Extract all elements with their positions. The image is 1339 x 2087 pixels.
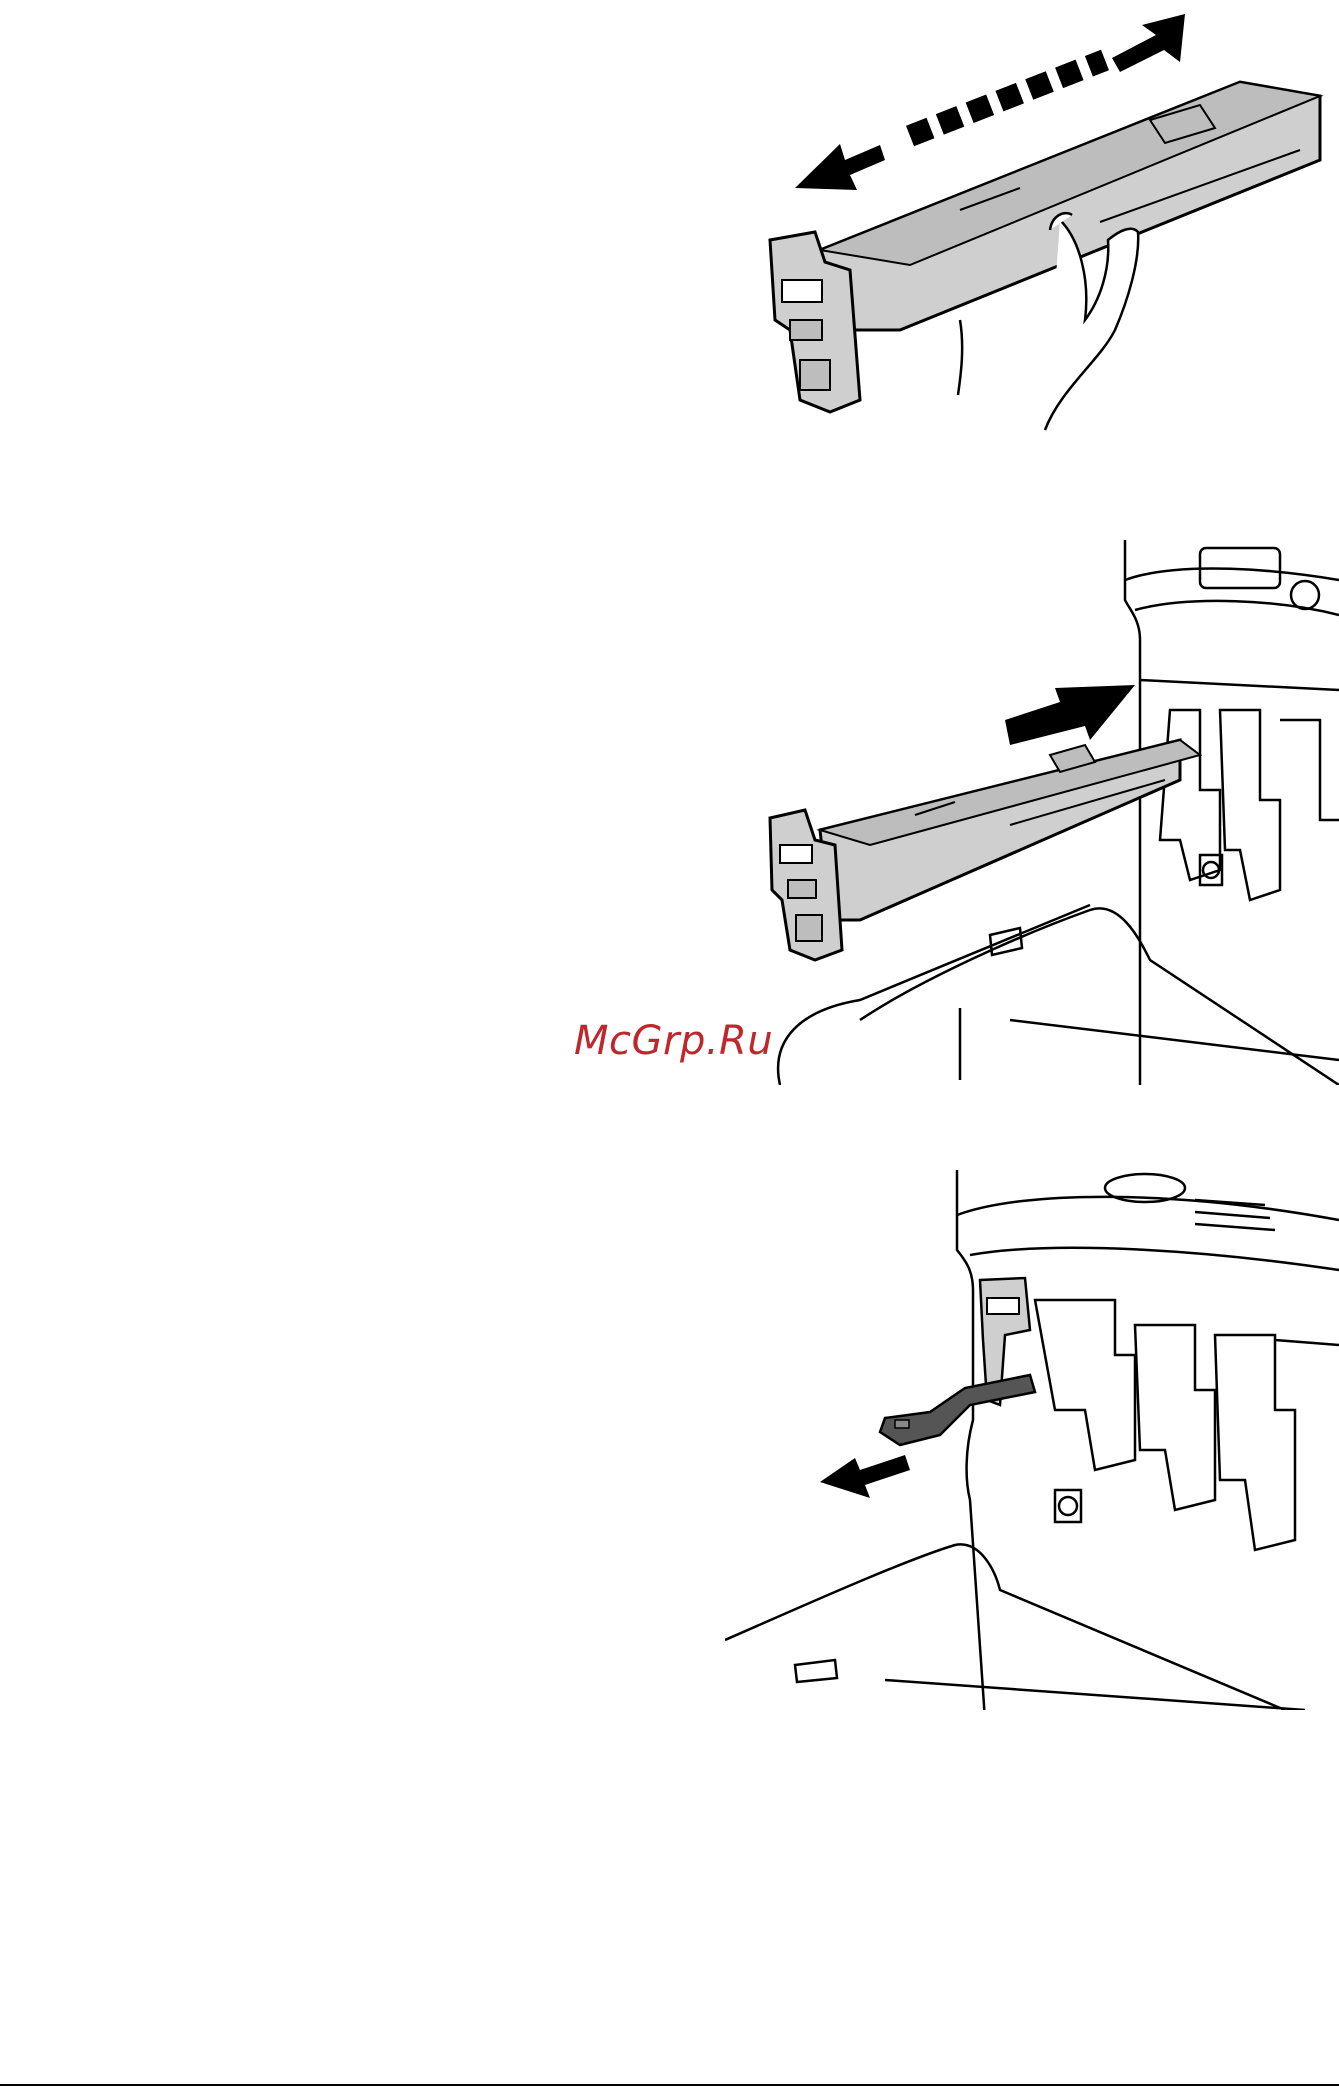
- insert-cartridge-illustration: [760, 540, 1339, 1085]
- watermark-logo: McGrp.Ru: [574, 1018, 773, 1064]
- shake-cartridge-illustration: [760, 0, 1339, 440]
- footer-rule: [0, 2084, 1339, 2086]
- printer-body: [725, 1170, 1339, 1710]
- figure-pull-lever: [725, 1160, 1339, 1710]
- left-arrow-icon: [820, 1455, 910, 1498]
- cartridge-lever: [880, 1375, 1035, 1445]
- figure-insert-cartridge: [760, 540, 1339, 1085]
- toner-cartridge: [770, 82, 1320, 412]
- toner-cartridge: [770, 740, 1200, 960]
- right-arrow-icon: [1005, 685, 1135, 745]
- pull-lever-illustration: [725, 1160, 1339, 1710]
- figure-shake-cartridge: [760, 0, 1339, 440]
